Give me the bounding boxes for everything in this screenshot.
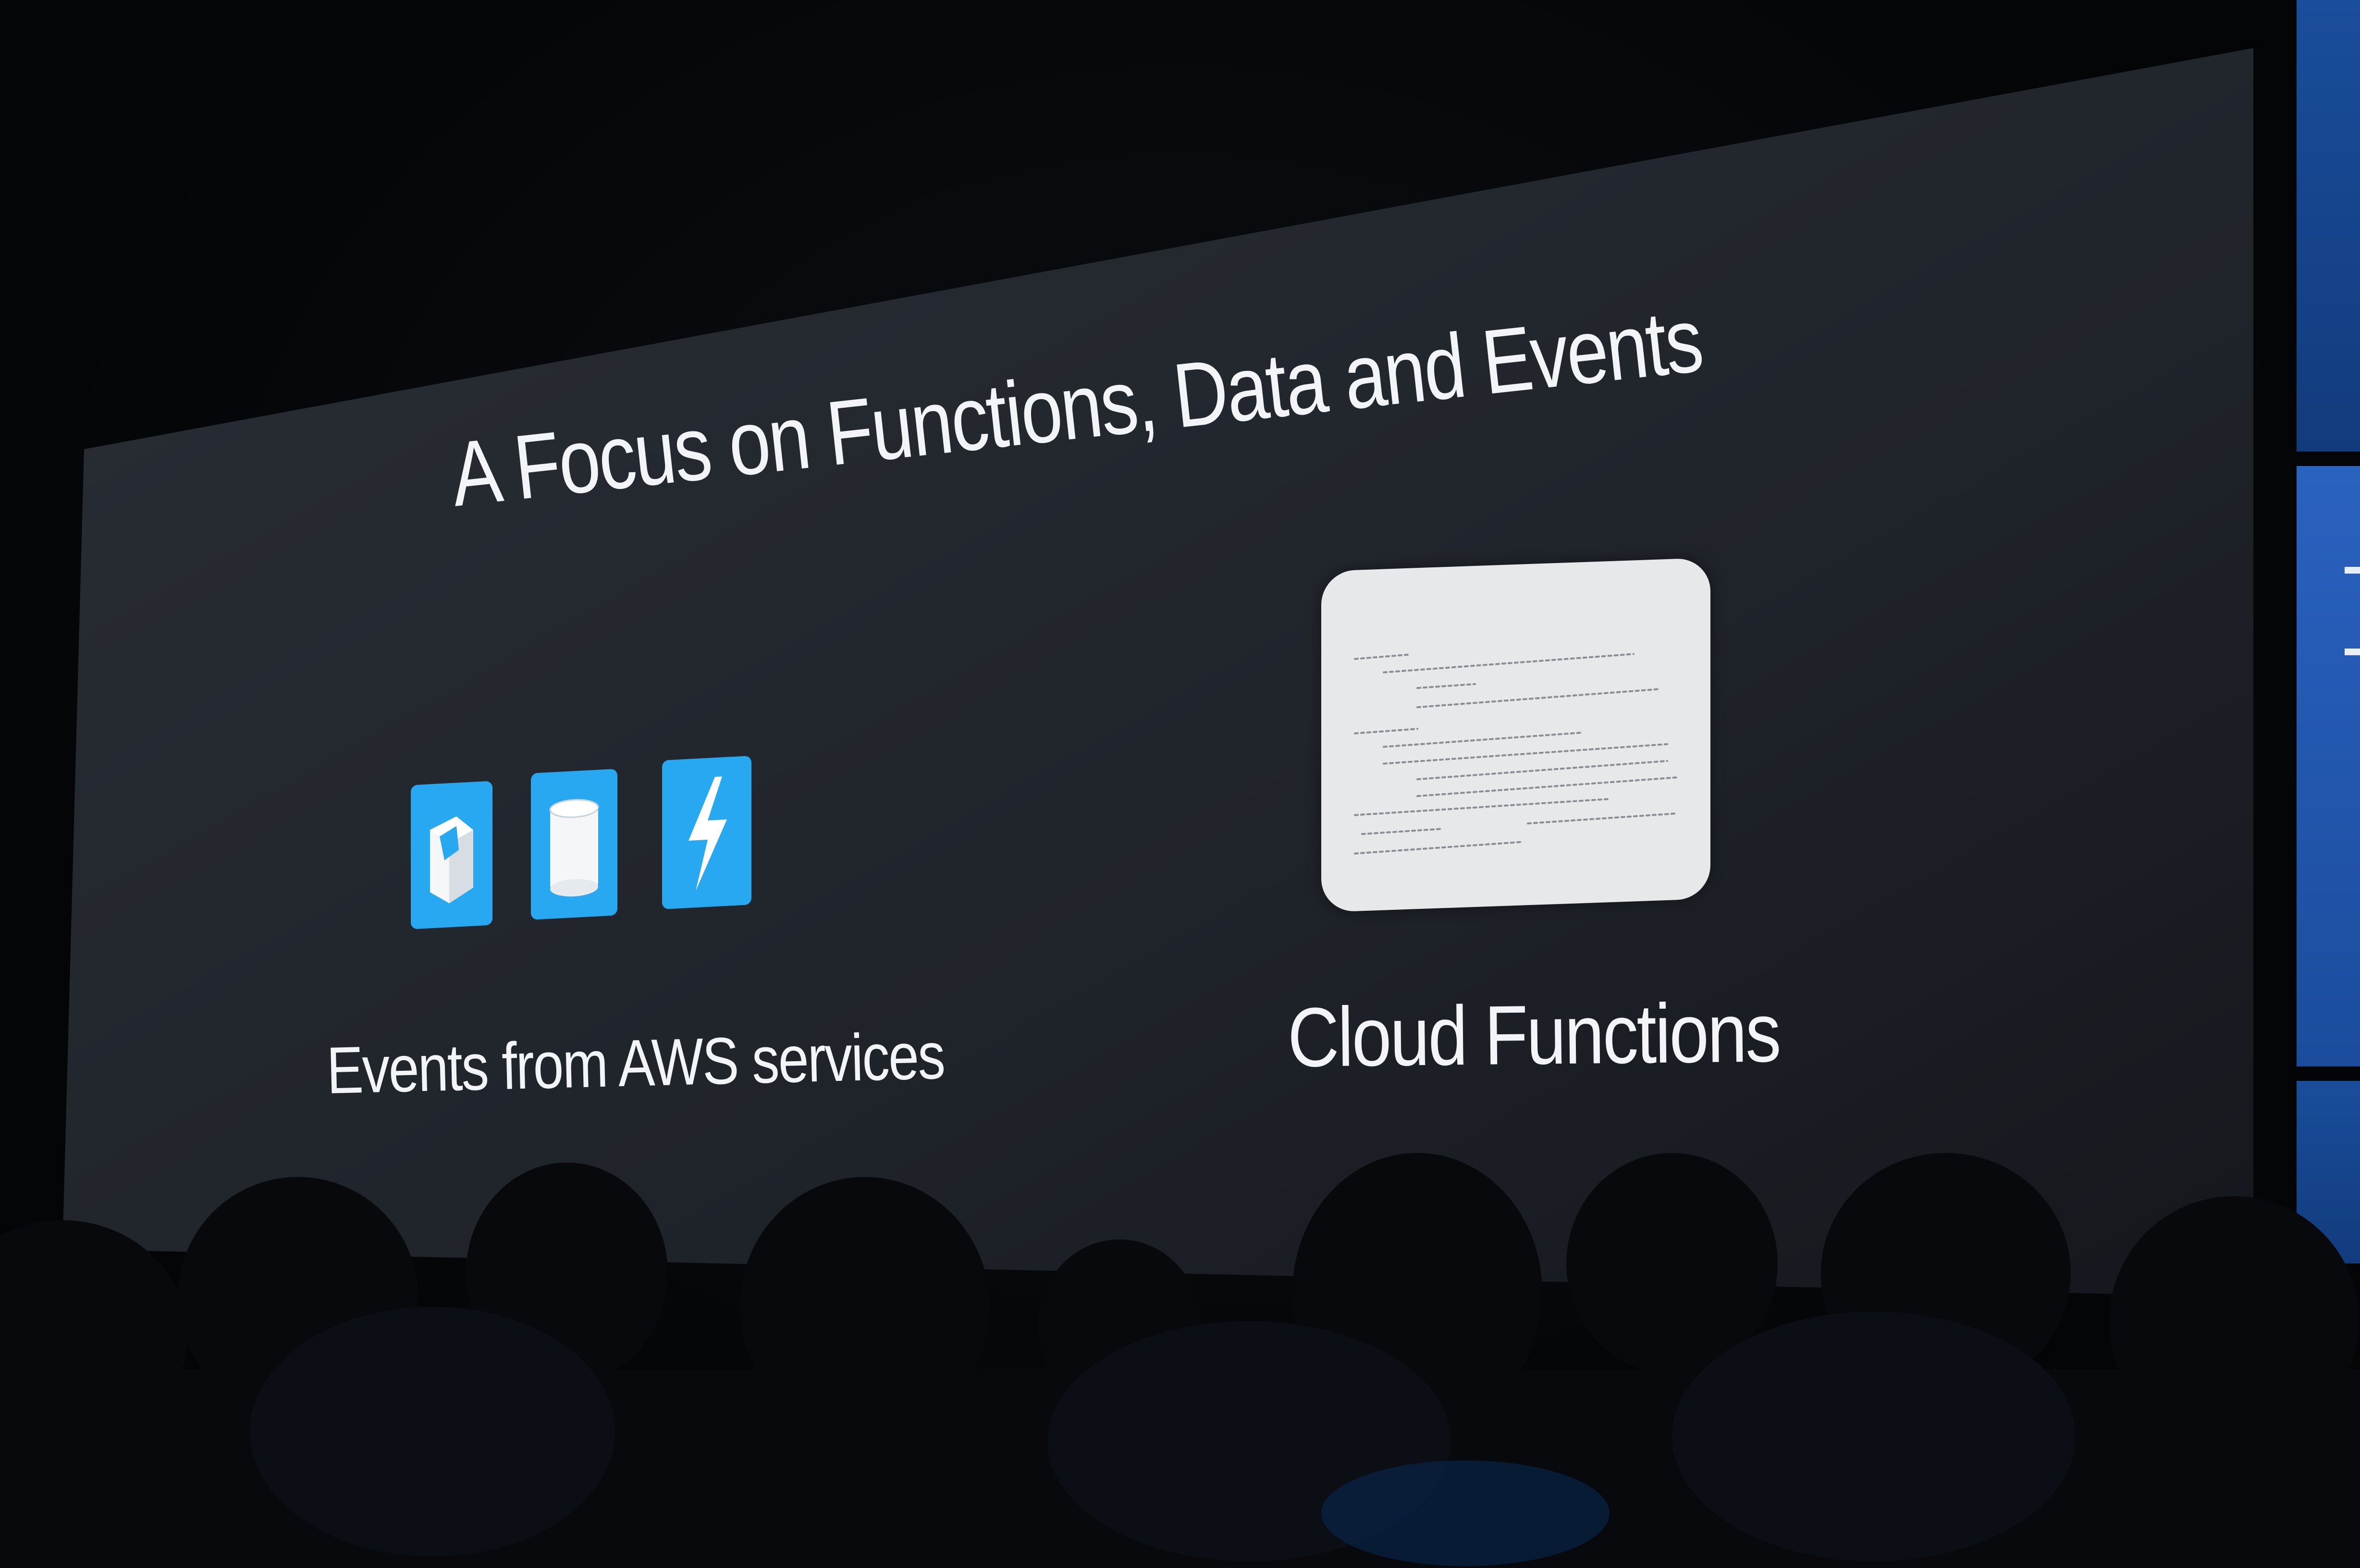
panel-sign-mark — [2345, 567, 2360, 574]
stage-panel-middle — [2297, 466, 2360, 1066]
code-snippet-illustration — [1354, 653, 1678, 855]
lambda-bolt-icon — [662, 756, 751, 909]
s3-bucket-icon — [411, 781, 492, 930]
panel-sign-mark — [2345, 649, 2360, 655]
code-document-card — [1321, 557, 1710, 913]
stage-panel-top — [2297, 0, 2360, 452]
events-label: Events from AWS services — [326, 1018, 945, 1108]
dynamodb-table-icon — [531, 769, 617, 920]
cloud-functions-label: Cloud Functions — [1287, 986, 1780, 1085]
stage-panel-bottom — [2297, 1081, 2360, 1263]
